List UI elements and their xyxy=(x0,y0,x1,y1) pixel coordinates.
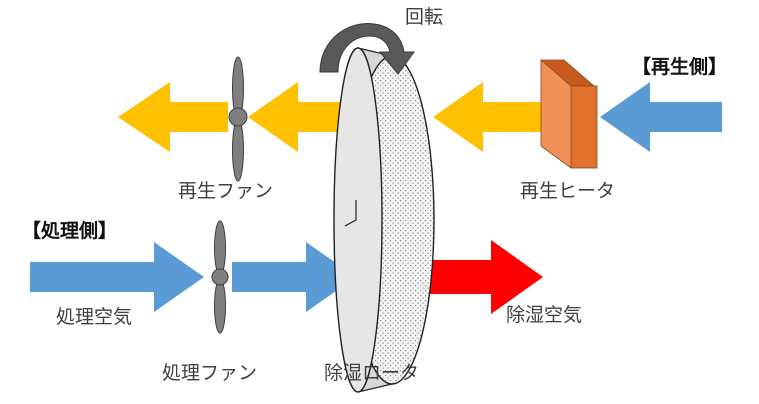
regen-heater-label: 再生ヒータ xyxy=(520,180,616,202)
regen-heater-to-rotor-arrow xyxy=(433,82,558,152)
process-fan xyxy=(211,220,229,334)
regen-inlet-arrow xyxy=(600,82,722,152)
process-inlet-arrow xyxy=(30,242,204,312)
rotation-arrow xyxy=(319,23,415,75)
regen-exhaust-arrow xyxy=(118,82,228,152)
process-air-label: 処理空気 xyxy=(56,306,133,328)
process-fan-to-rotor-arrow xyxy=(232,242,356,312)
dehumidified-air-arrow xyxy=(425,240,543,314)
regen-fan-label: 再生ファン xyxy=(178,180,274,202)
rotor-label: 除湿ロータ xyxy=(324,362,420,384)
regen-side-label: 【再生側】 xyxy=(632,56,728,78)
dehumidified-air-label: 除湿空気 xyxy=(506,304,583,326)
dehumidifying-rotor xyxy=(333,47,435,393)
regen-fan xyxy=(228,56,248,182)
process-side-label: 【処理側】 xyxy=(22,220,118,242)
regen-rotor-to-fan-arrow xyxy=(248,82,352,152)
rotation-label: 回転 xyxy=(405,6,444,28)
process-fan-label: 処理ファン xyxy=(162,362,258,384)
regen-heater xyxy=(539,59,598,169)
